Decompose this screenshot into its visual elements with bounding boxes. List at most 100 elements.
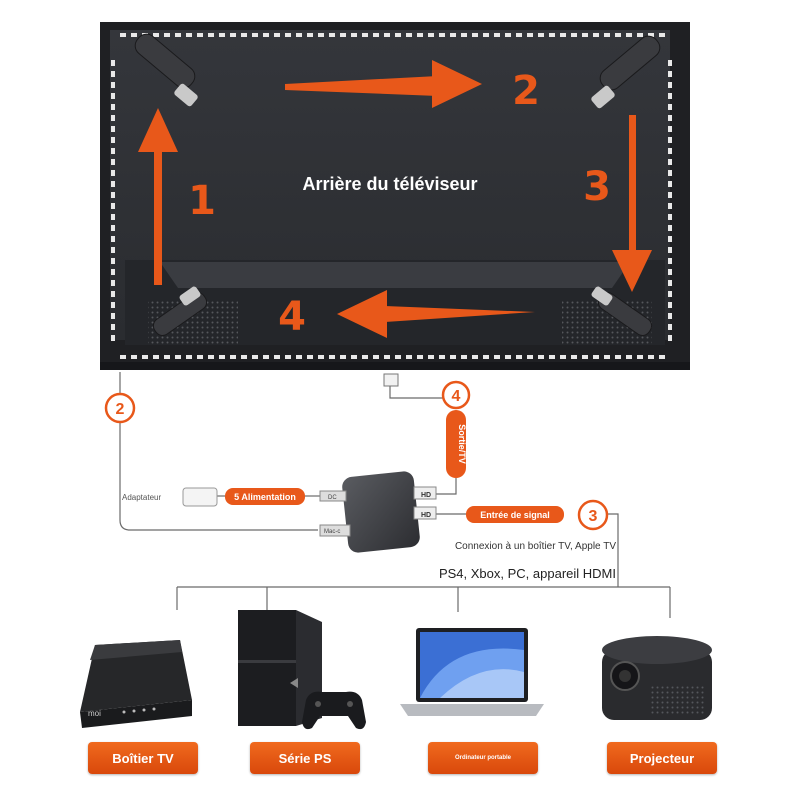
led-light [516, 355, 522, 359]
port-led: Mac-c [324, 529, 340, 535]
led-light [111, 214, 115, 220]
step-circle-3 [577, 499, 609, 531]
led-light [494, 355, 500, 359]
led-light [329, 33, 335, 37]
led-light [538, 33, 544, 37]
led-light [230, 33, 236, 37]
led-light [668, 258, 672, 264]
led-light [472, 355, 478, 359]
power-adapter [182, 487, 218, 507]
corner-clip-bottom-right [591, 286, 653, 336]
led-light [668, 126, 672, 132]
led-light [395, 355, 401, 359]
tv-box-label: Boîtier TV [88, 742, 198, 774]
led-light [615, 33, 621, 37]
led-light [296, 355, 302, 359]
led-light [668, 335, 672, 341]
led-light [668, 159, 672, 165]
led-light [318, 33, 324, 37]
ps-series-label: Série PS [250, 742, 360, 774]
output-label: Sortie/TV [457, 424, 467, 464]
projector-label: Projecteur [607, 742, 717, 774]
led-light [131, 33, 137, 37]
led-light [648, 355, 654, 359]
led-light [186, 355, 192, 359]
led-light [111, 247, 115, 253]
signal-input-label: Entrée de signal [480, 510, 550, 520]
led-light [593, 33, 599, 37]
led-light [494, 33, 500, 37]
led-light [111, 137, 115, 143]
led-light [111, 93, 115, 99]
led-light [505, 33, 511, 37]
led-light [111, 115, 115, 121]
led-light [241, 355, 247, 359]
led-light [318, 355, 324, 359]
led-light [668, 291, 672, 297]
arrow-3-down [612, 115, 652, 292]
led-light [668, 192, 672, 198]
step-circle-2 [104, 392, 136, 424]
led-light [582, 355, 588, 359]
led-light [252, 33, 258, 37]
laptop-device [400, 628, 544, 716]
port-hd-input: HD [421, 512, 431, 519]
arrow-1-up [138, 108, 178, 285]
led-light [111, 236, 115, 242]
led-light [111, 159, 115, 165]
led-light [164, 33, 170, 37]
arrow-2-right [285, 60, 482, 108]
led-light [668, 324, 672, 330]
led-light [417, 33, 423, 37]
led-light [111, 71, 115, 77]
led-light [373, 33, 379, 37]
led-light [439, 355, 445, 359]
led-light [483, 355, 489, 359]
led-light [668, 104, 672, 110]
led-light [668, 214, 672, 220]
led-light [472, 33, 478, 37]
led-light [120, 355, 126, 359]
port-hd-output: HD [421, 492, 431, 499]
led-light [208, 33, 214, 37]
led-light [111, 82, 115, 88]
led-strip-bottom [120, 355, 665, 359]
arrow-4-left [337, 290, 535, 338]
led-light [111, 324, 115, 330]
led-light [637, 33, 643, 37]
led-light [571, 33, 577, 37]
led-light [461, 355, 467, 359]
led-light [111, 225, 115, 231]
led-light [111, 181, 115, 187]
led-light [111, 291, 115, 297]
led-light [668, 269, 672, 275]
led-light [571, 355, 577, 359]
led-light [351, 33, 357, 37]
led-light [604, 33, 610, 37]
led-light [111, 60, 115, 66]
led-light [274, 33, 280, 37]
led-light [111, 313, 115, 319]
led-light [668, 225, 672, 231]
led-light [527, 355, 533, 359]
led-light [307, 355, 313, 359]
corner-clip-top-right [591, 35, 661, 109]
led-light [111, 104, 115, 110]
led-light [395, 33, 401, 37]
led-light [604, 355, 610, 359]
led-light [428, 355, 434, 359]
led-light [668, 236, 672, 242]
led-light [505, 355, 511, 359]
led-light [111, 203, 115, 209]
led-light [296, 33, 302, 37]
step-circle-2-label: 2 [116, 401, 125, 418]
led-light [560, 355, 566, 359]
led-light [668, 82, 672, 88]
led-light [417, 355, 423, 359]
led-light [668, 71, 672, 77]
led-light [582, 33, 588, 37]
led-light [111, 269, 115, 275]
ps-controller [302, 691, 366, 730]
port-dc: DC [328, 495, 337, 501]
led-strip-right [668, 60, 672, 341]
